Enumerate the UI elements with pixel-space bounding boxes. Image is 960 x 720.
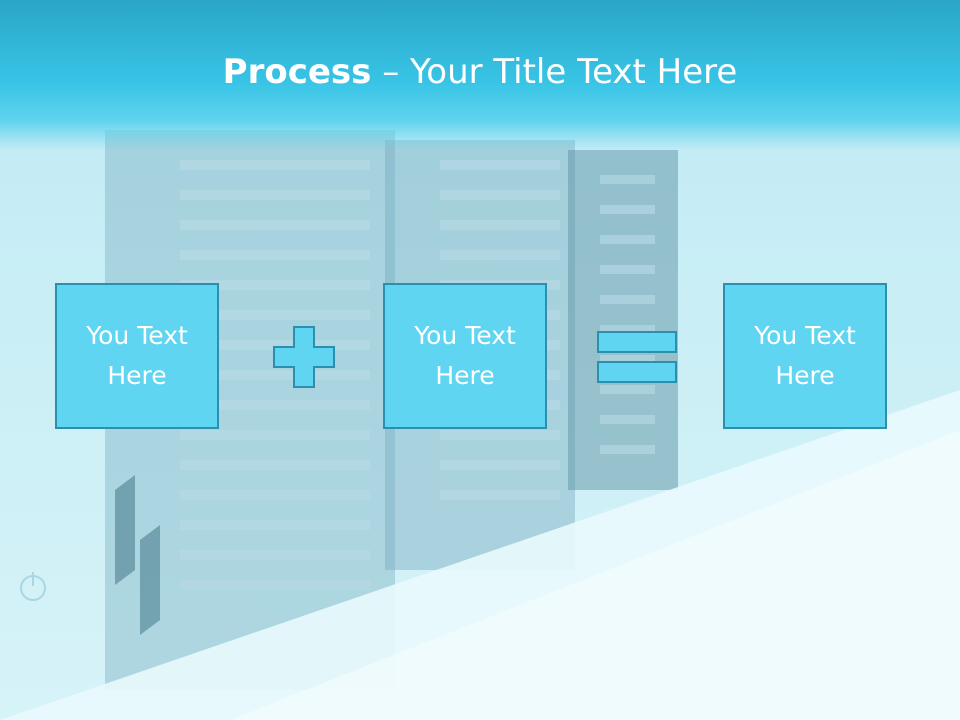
process-box-2[interactable]: You Text Here	[383, 283, 547, 429]
process-box-text: You Text Here	[414, 321, 516, 390]
process-box-text: You Text Here	[754, 321, 856, 390]
title-band	[0, 0, 960, 150]
title-text: Your Title Text Here	[410, 52, 738, 92]
equals-icon	[597, 331, 677, 383]
process-box-3[interactable]: You Text Here	[723, 283, 887, 429]
process-box-text: You Text Here	[86, 321, 188, 390]
process-box-1[interactable]: You Text Here	[55, 283, 219, 429]
title-bold: Process	[222, 52, 372, 92]
title-separator: –	[371, 52, 411, 92]
plus-icon	[273, 326, 335, 388]
slide-title: Process – Your Title Text Here	[0, 52, 960, 92]
